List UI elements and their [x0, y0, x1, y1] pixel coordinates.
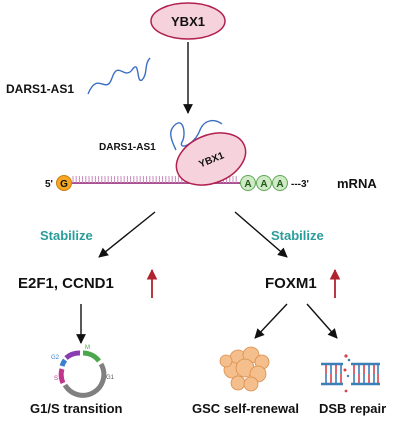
mrna-cap: G — [56, 175, 72, 191]
poly-a-tail: A A A — [240, 175, 288, 191]
gsc-cell-cluster-icon — [219, 346, 270, 392]
dars1-as1-ybx1-complex: DARS1-AS1 YBX1 — [99, 119, 247, 186]
foxm1-label: FOXM1 — [265, 275, 317, 292]
arrow-to-dsb — [306, 303, 338, 339]
poly-a-2: A — [260, 179, 267, 190]
cell-cycle-icon: M G2 S G1 — [51, 345, 115, 398]
phase-g2-label: G2 — [51, 355, 60, 361]
ybx1-protein-top: YBX1 — [150, 2, 226, 40]
ybx1-bound-shape — [175, 132, 247, 186]
mrna-strand — [72, 176, 240, 184]
gsc-self-renewal-label: GSC self-renewal — [192, 401, 299, 416]
arrow-to-foxm1 — [234, 211, 288, 258]
five-prime-label: 5' — [45, 179, 53, 190]
lncrna-bound-squiggle-icon — [170, 119, 223, 151]
arrow-to-e2f1-ccnd1 — [98, 211, 156, 258]
lncrna-squiggle-icon — [87, 57, 151, 95]
three-prime-label: ---3' — [291, 179, 309, 190]
mrna-label: mRNA — [337, 176, 377, 191]
poly-a-1: A — [244, 179, 251, 190]
dars1-as1-free: DARS1-AS1 — [6, 57, 151, 96]
mrna-cap-label: G — [60, 179, 68, 190]
e2f1-ccnd1-label: E2F1, CCND1 — [18, 275, 114, 292]
dna-break-icon — [321, 354, 380, 393]
phase-g1-label: G1 — [106, 375, 115, 381]
ybx1-top-label: YBX1 — [171, 14, 205, 29]
poly-a-3: A — [276, 179, 283, 190]
dsb-repair-label: DSB repair — [319, 401, 386, 416]
stabilize-left-label: Stabilize — [40, 228, 93, 243]
dars1-as1-free-label: DARS1-AS1 — [6, 82, 74, 96]
arrow-to-gsc — [254, 303, 288, 339]
dars1-as1-bound-label: DARS1-AS1 — [99, 142, 156, 153]
phase-s-label: S — [54, 376, 58, 382]
phase-m-label: M — [85, 345, 90, 351]
g1s-transition-label: G1/S transition — [30, 401, 123, 416]
stabilize-right-label: Stabilize — [271, 228, 324, 243]
